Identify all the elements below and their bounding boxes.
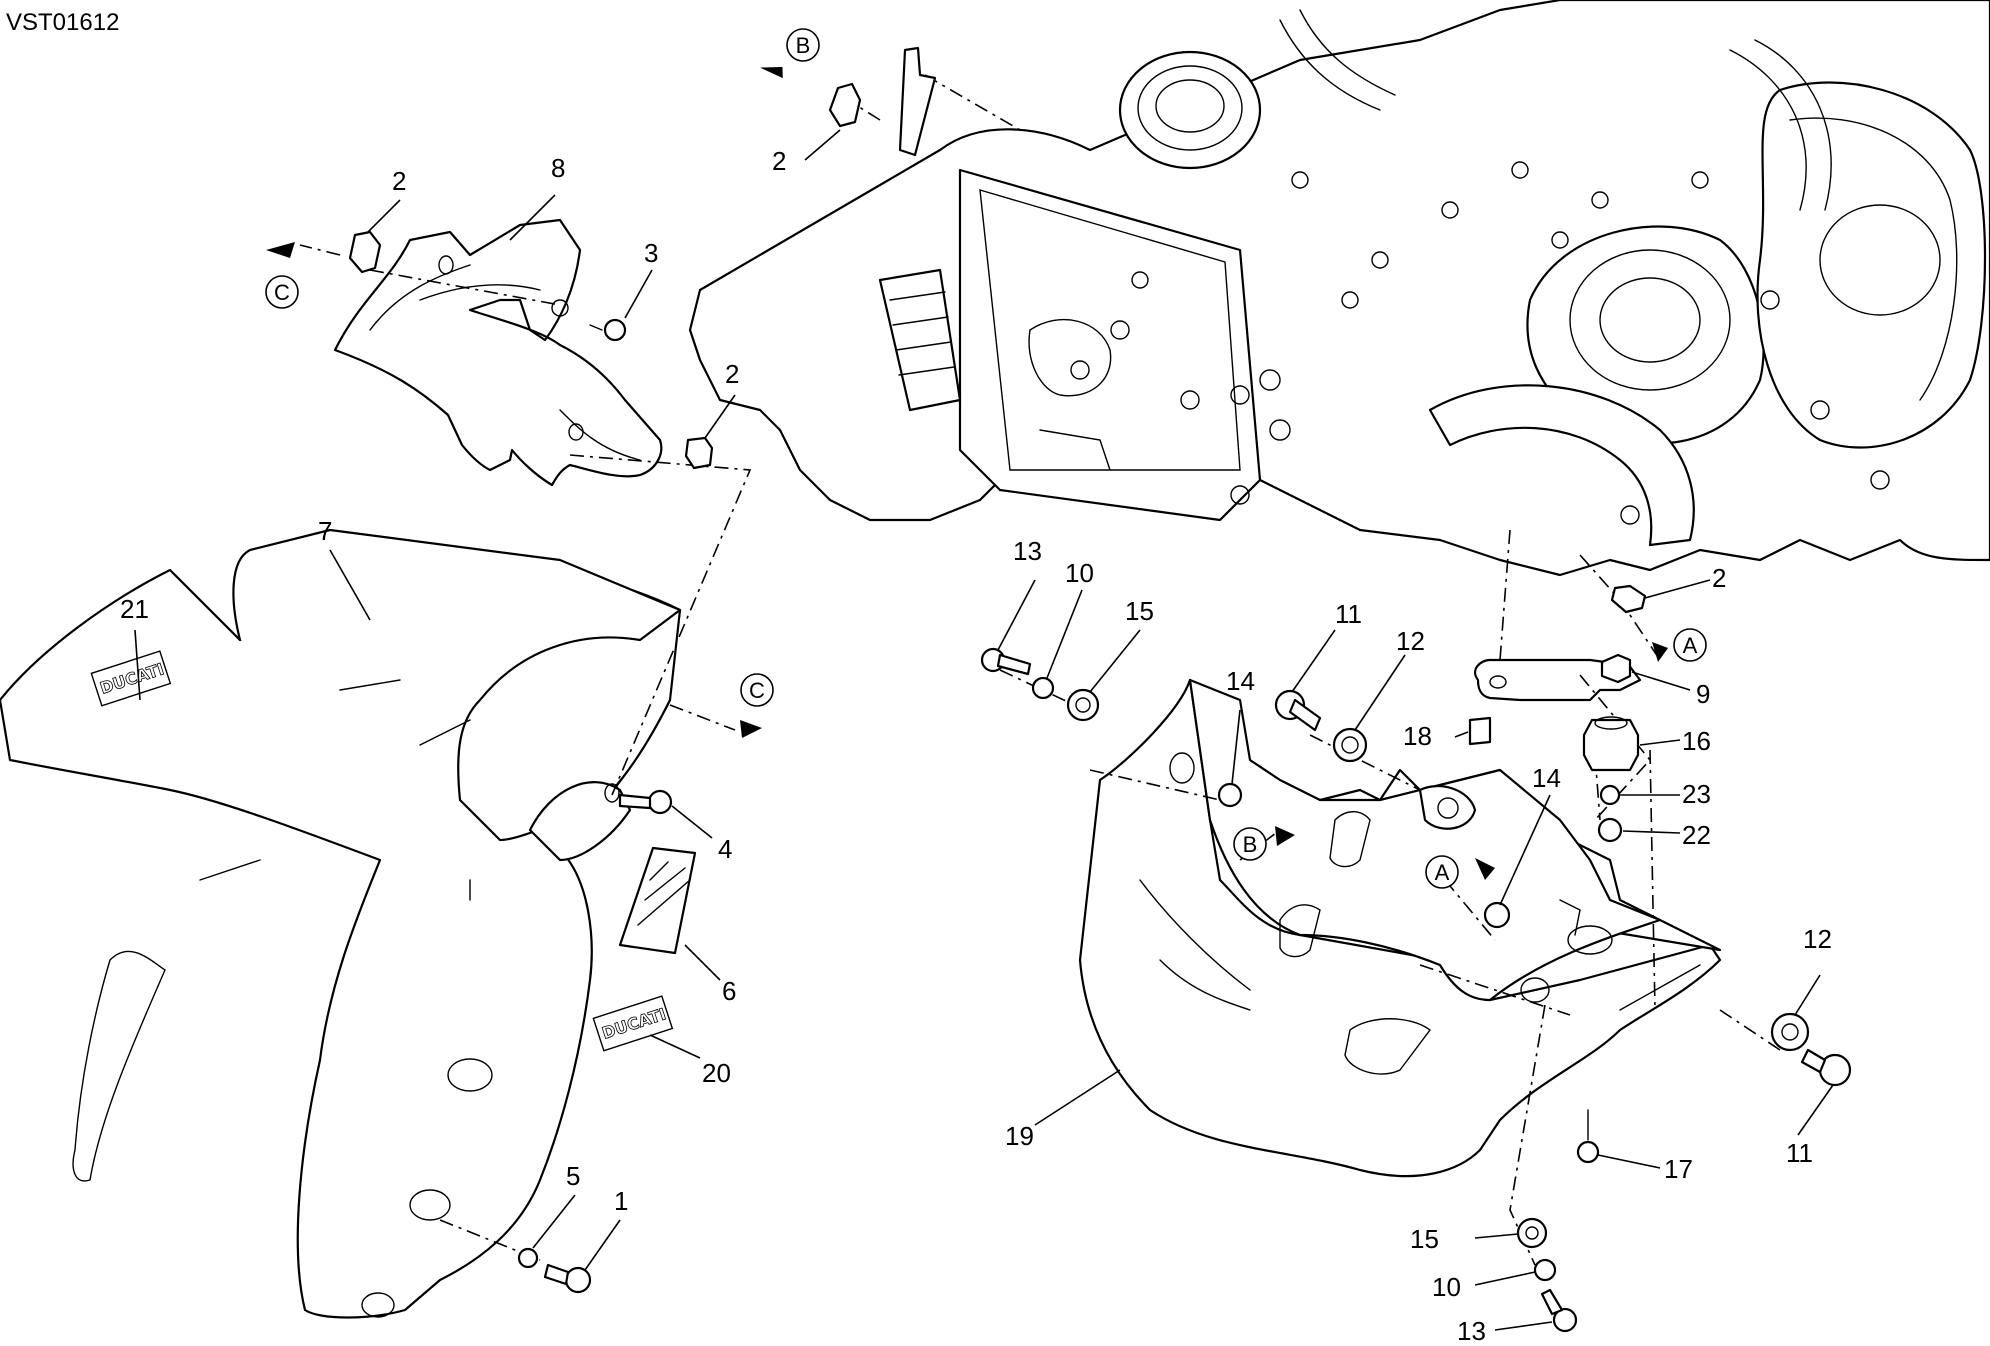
callout-label: 12 xyxy=(1396,626,1425,656)
sticker-6 xyxy=(618,846,697,955)
callout-label: 2 xyxy=(725,359,739,389)
callout-label: 1 xyxy=(614,1186,628,1216)
callout-label: 2 xyxy=(392,166,406,196)
callout-label: 22 xyxy=(1682,820,1711,850)
sump-guard xyxy=(1078,678,1722,1178)
callout-label: 15 xyxy=(1125,596,1154,626)
callout-label: 23 xyxy=(1682,779,1711,809)
callout-label: 15 xyxy=(1410,1224,1439,1254)
callout-label: 17 xyxy=(1664,1154,1693,1184)
ref-b-guard: B xyxy=(1233,827,1267,861)
fender-bracket xyxy=(333,218,663,487)
ref-c-top: C xyxy=(265,275,299,309)
callout-label: 4 xyxy=(718,834,732,864)
callout-label: 11 xyxy=(1335,599,1362,629)
bracket-9 xyxy=(1474,653,1642,702)
svg-text:B: B xyxy=(796,33,811,58)
ref-b-top: B xyxy=(786,28,820,62)
engine-illustration xyxy=(688,0,1990,577)
callout-label: 2 xyxy=(772,146,786,176)
ref-a-right: A xyxy=(1673,628,1707,662)
ref-a-guard: A xyxy=(1425,855,1459,889)
callout-label: 2 xyxy=(1712,563,1726,593)
callout-label: 7 xyxy=(318,516,332,546)
callout-label: 13 xyxy=(1457,1316,1486,1346)
svg-text:A: A xyxy=(1683,633,1698,658)
decal-20: DUCATI xyxy=(592,995,674,1052)
front-mudguard xyxy=(0,528,682,1319)
callout-label: 14 xyxy=(1226,666,1255,696)
callout-labels: 2 8 3 2 2 7 21 4 6 20 5 1 13 10 15 14 11… xyxy=(120,146,1832,1346)
svg-text:B: B xyxy=(1243,832,1258,857)
callout-label: 12 xyxy=(1803,924,1832,954)
hardware xyxy=(348,46,1852,1333)
callout-label: 19 xyxy=(1005,1121,1034,1151)
ref-c-mid: C xyxy=(740,673,774,707)
drawing-code: VST01612 xyxy=(6,9,119,36)
direction-arrows xyxy=(266,66,1668,880)
callout-label: 3 xyxy=(644,238,658,268)
callout-label: 16 xyxy=(1682,726,1711,756)
callout-label: 13 xyxy=(1013,536,1042,566)
svg-text:C: C xyxy=(749,678,765,703)
callout-label: 18 xyxy=(1403,721,1432,751)
callout-label: 20 xyxy=(702,1058,731,1088)
callout-label: 5 xyxy=(566,1161,580,1191)
callout-label: 10 xyxy=(1065,558,1094,588)
callout-label: 9 xyxy=(1696,679,1710,709)
callout-label: 21 xyxy=(120,594,149,624)
callout-label: 14 xyxy=(1532,763,1561,793)
callout-label: 6 xyxy=(722,976,736,1006)
callout-label: 10 xyxy=(1432,1272,1461,1302)
callout-label: 8 xyxy=(551,153,565,183)
svg-text:C: C xyxy=(274,280,290,305)
callout-leaders xyxy=(134,129,1834,1331)
callout-label: 11 xyxy=(1786,1138,1813,1168)
svg-text:A: A xyxy=(1435,860,1450,885)
